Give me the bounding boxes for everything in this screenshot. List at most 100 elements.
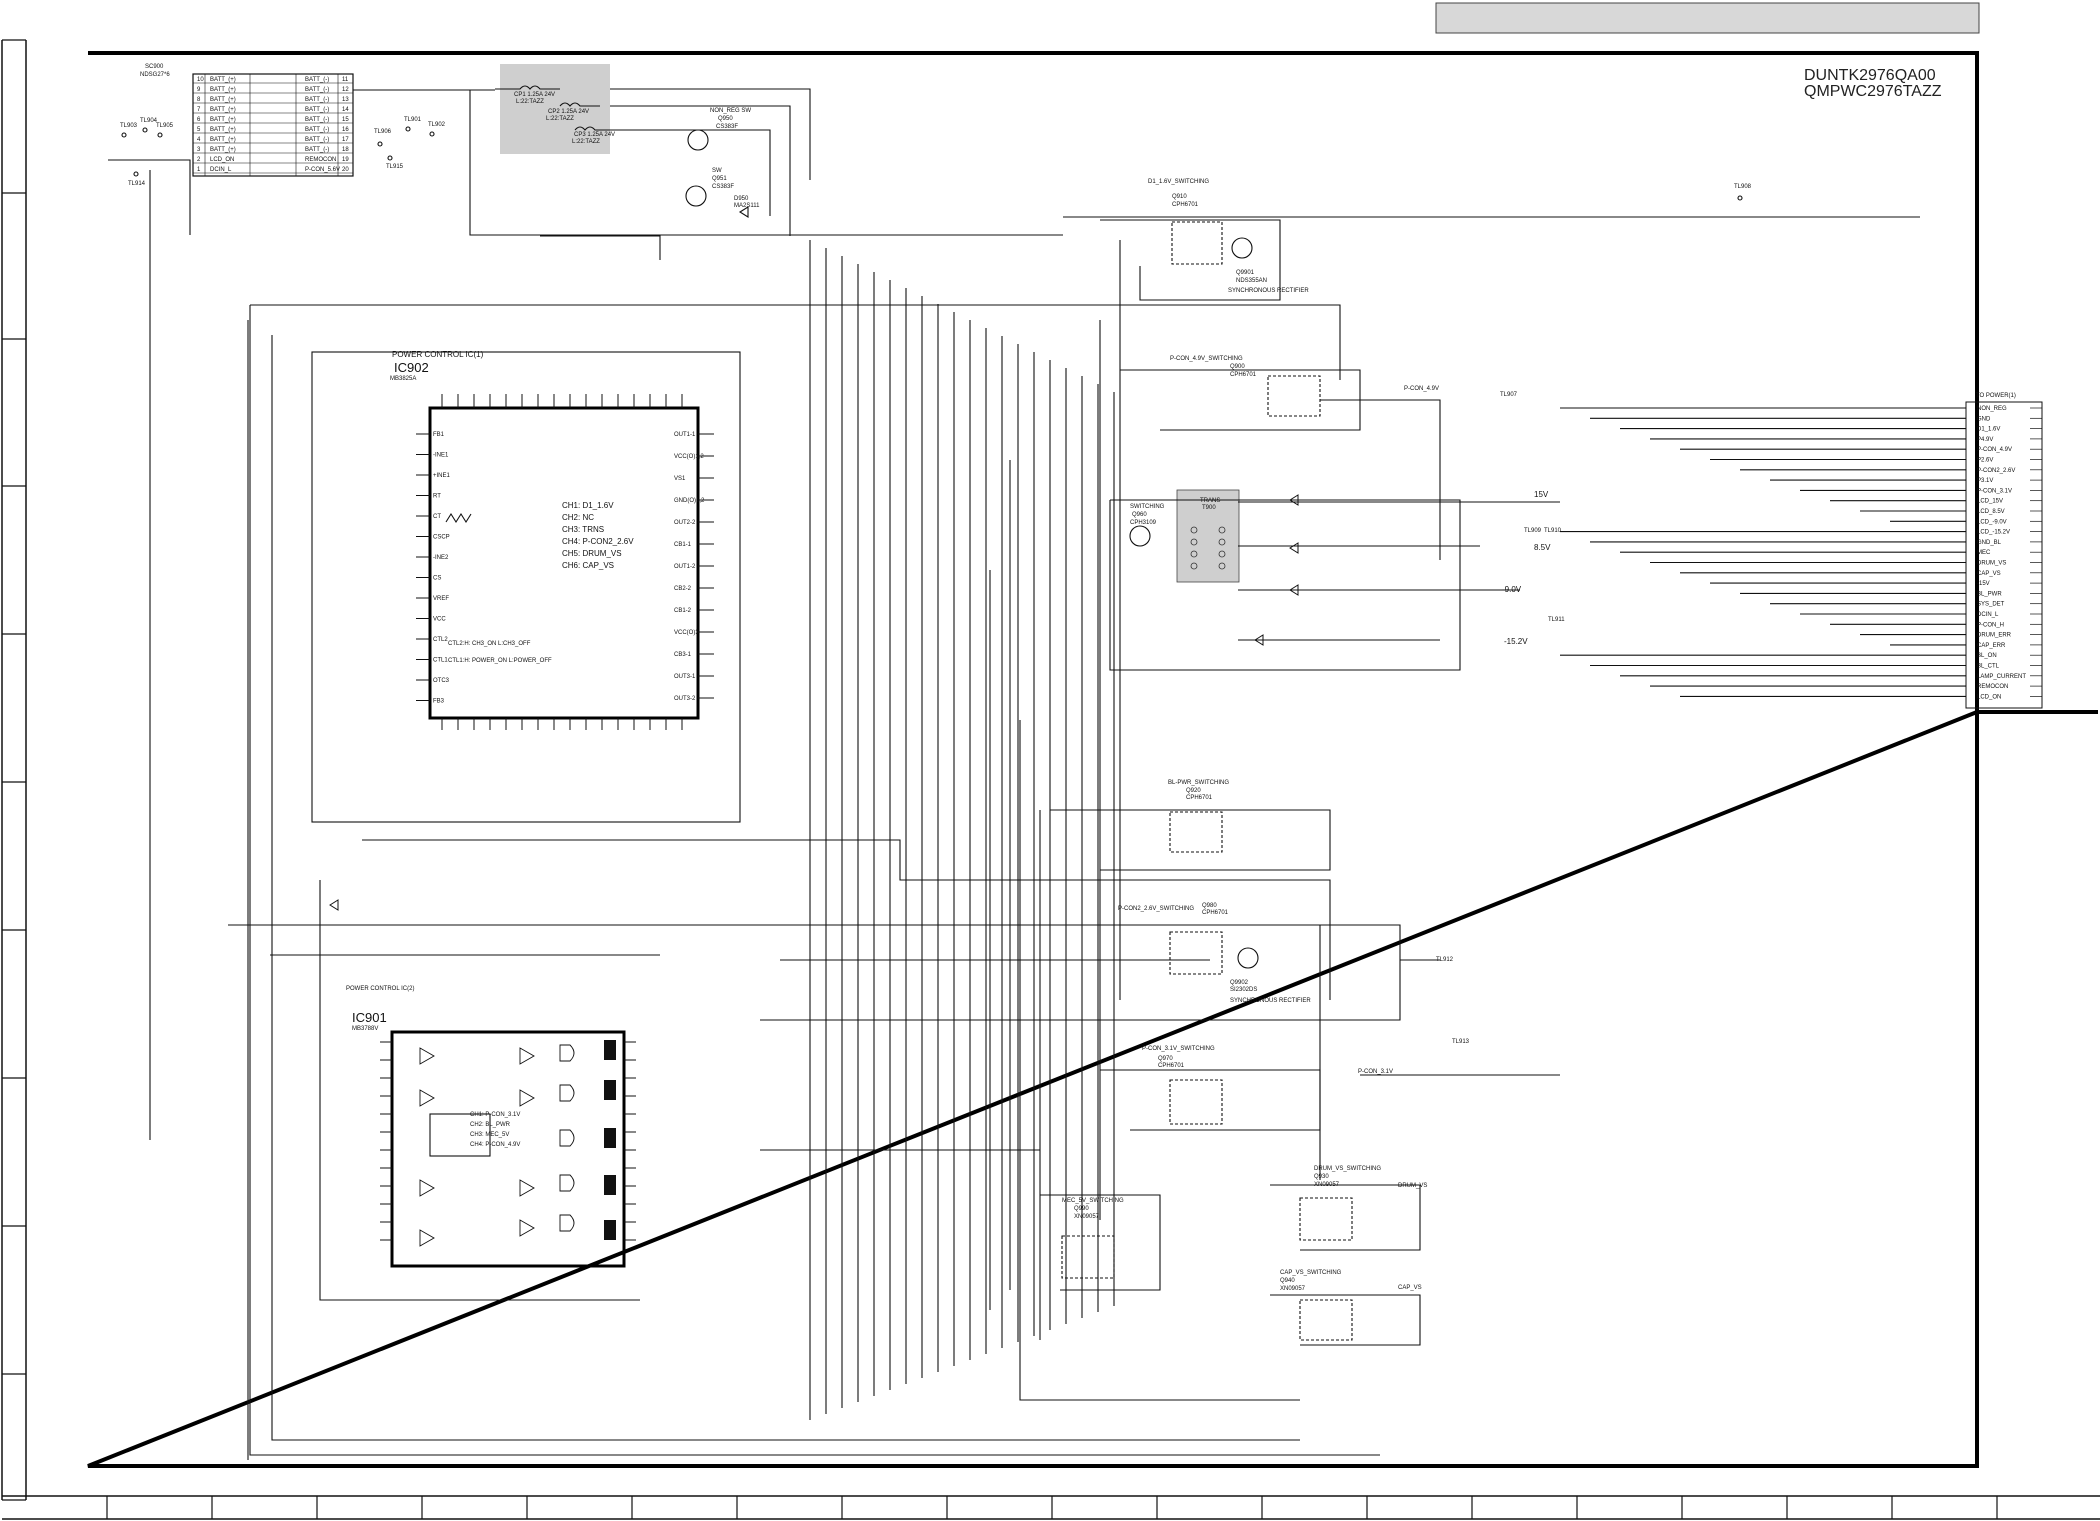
sw-d1-ref: Q910 — [1172, 194, 1187, 200]
tp-label: TL904 — [140, 118, 158, 124]
ic902-pin-left: FB3 — [433, 699, 445, 705]
tp-label: TL910 — [1544, 528, 1562, 534]
ic901-part: MB3788V — [352, 1026, 378, 1032]
ic902-pin-left: FB1 — [433, 432, 445, 438]
sw-d1-sync-ref: Q9901 — [1236, 270, 1255, 276]
to-power-signal: BL_PWR — [1977, 591, 2002, 597]
to-power-signal: P4.9V — [1977, 437, 1993, 443]
wiring — [108, 88, 1966, 1460]
q950-ref: Q950 — [718, 116, 733, 122]
sc900-pin-name: BATT_(-) — [305, 127, 329, 133]
sw-d1-title: D1_1.6V_SWITCHING — [1148, 179, 1209, 185]
ic902-ch: CH5: DRUM_VS — [562, 549, 622, 558]
ic902-pin-right: CB3-1 — [674, 652, 692, 658]
sw-drum-out: DRUM_VS — [1398, 1183, 1427, 1189]
sc900-pin-name: BATT_(+) — [210, 127, 236, 133]
ic902-pin-left: VCC — [433, 617, 446, 623]
ic902-pin-right: OUT2-2 — [674, 520, 696, 526]
trans-ref: T900 — [1202, 505, 1216, 511]
tp-label: TL914 — [128, 181, 146, 187]
ic902-channel-list: CH1: D1_1.6V CH2: NC CH3: TRNS CH4: P-CO… — [562, 501, 634, 570]
to-power-signal: LAMP_CURRENT — [1977, 674, 2026, 680]
tp-label: TL915 — [386, 164, 404, 170]
tp-label: TL909 — [1524, 528, 1542, 534]
to-power-signal: P3.1V — [1977, 478, 1993, 484]
sc900-pin-num: 14 — [342, 107, 349, 113]
to-power-signal: DCIN_L — [1977, 612, 1999, 618]
sc900-pin-num: 11 — [342, 77, 349, 83]
to-power-signal: P-CON_3.1V — [1977, 488, 2012, 494]
tp-label: TL905 — [156, 123, 174, 129]
q950-title: NON_REG SW — [710, 108, 751, 114]
sw-pcon2-title: P-CON2_2.6V_SWITCHING — [1118, 906, 1194, 912]
sw-mec-part: XN09057 — [1074, 1214, 1100, 1220]
sw-pcon4-part: CPH6701 — [1230, 372, 1257, 378]
sc900-pin-num: 15 — [342, 117, 349, 123]
ic902-pin-right: OUT3-1 — [674, 674, 696, 680]
sw-mec-block: MEC_5V_SWITCHING Q990 XN09057 — [1061, 1198, 1124, 1279]
sw-d1-sync-label: SYNCHRONOUS RECTIFIER — [1228, 288, 1309, 294]
sc900-pin-num: 13 — [342, 97, 349, 103]
sc900-pin-name: BATT_(-) — [305, 137, 329, 143]
sc900-pin-num: 4 — [197, 137, 201, 143]
ic902-pin-right: CB1-2 — [674, 608, 692, 614]
ic902-pin-right: OUT3-2 — [674, 696, 696, 702]
tp-label: TL912 — [1436, 957, 1454, 963]
sw-trns-block: SWITCHING Q960 CPH3109 TRANS T900 15V 8.… — [1129, 489, 1551, 646]
q950-part: CS383F — [716, 124, 738, 130]
sw-drum-title: DRUM_VS_SWITCHING — [1314, 1166, 1381, 1172]
sc900-pin-num: 19 — [342, 157, 349, 163]
sw-pcon2-sync-ref: Q9902 — [1230, 980, 1249, 986]
sc900-pin-num: 1 — [197, 167, 201, 173]
sw-trns-title: SWITCHING — [1130, 504, 1165, 510]
to-power-signal: P2.6V — [1977, 458, 1993, 464]
sc900-pin-name: BATT_(+) — [210, 107, 236, 113]
to-power-signal: SYS_DET — [1977, 602, 2005, 608]
ic902-pin-right: GND(O)1,2 — [674, 498, 705, 504]
sw-cap-part: XN09057 — [1280, 1286, 1306, 1292]
board-outline — [87, 51, 2098, 1468]
q951-title: SW — [712, 168, 722, 174]
tp-label: TL906 — [374, 129, 392, 135]
sw-pcon4-out: P-CON_4.9V — [1404, 386, 1439, 392]
sc900-pin-num: 18 — [342, 147, 349, 153]
to-power-signal: NON_REG — [1977, 406, 2007, 412]
sc900-pin-name: BATT_(-) — [305, 117, 329, 123]
sc900-pin-name: BATT_(+) — [210, 77, 236, 83]
sw-pcon3-out: P-CON_3.1V — [1358, 1069, 1393, 1075]
ic902-pin-right: VCC(O)1,2 — [674, 454, 704, 460]
sw-pcon4-title: P-CON_4.9V_SWITCHING — [1170, 356, 1243, 362]
ic902-ref: IC902 — [394, 360, 429, 375]
to-power-connector: TO POWER(1) NON_REGGNDD1_1.6VP4.9VP-CON_… — [1965, 393, 2043, 709]
tp-label: TL902 — [428, 122, 446, 128]
ct-ramp-symbol — [445, 512, 472, 524]
sc900-part: NDSG27*6 — [140, 72, 170, 78]
to-power-signal: CAP_VS — [1977, 571, 2001, 577]
sw-pcon3-ref: Q970 — [1158, 1056, 1173, 1062]
sw-pcon4-block: P-CON_4.9V_SWITCHING Q900 CPH6701 P-CON_… — [1170, 356, 1439, 417]
top-title-bar — [1435, 2, 1980, 34]
ic902-ch: CH2: NC — [562, 513, 594, 522]
ic902-pin-left: CS — [433, 576, 441, 582]
to-power-signal: DRUM_VS — [1977, 561, 2006, 567]
tp-label: TL908 — [1734, 184, 1752, 190]
q951-ref: Q951 — [712, 176, 727, 182]
sw-bl-part: CPH6701 — [1186, 795, 1213, 801]
test-points-left: TL903 TL904 TL905 TL914 TL901 TL902 TL90… — [120, 117, 1752, 1045]
grid-left-column — [1, 39, 27, 1501]
sw-drum-ref: Q930 — [1314, 1174, 1329, 1180]
sw-bl-title: BL-PWR_SWITCHING — [1168, 780, 1229, 786]
tp-label: TL907 — [1500, 392, 1518, 398]
ic902-body — [428, 406, 700, 720]
ic901-ch: CH4: P-CON_4.9V — [470, 1142, 520, 1148]
sc900-pin-num: 10 — [197, 77, 204, 83]
sw-pcon2-block: P-CON2_2.6V_SWITCHING Q980 CPH6701 Q9902… — [1118, 903, 1311, 1004]
ic902-pin-left: CTL2 — [433, 637, 448, 643]
sc900-pin-name: BATT_(+) — [210, 87, 236, 93]
sw-cap-title: CAP_VS_SWITCHING — [1280, 1270, 1342, 1276]
fuse-label: L:22:TAZZ — [572, 139, 600, 145]
ic902-ch: CH4: P-CON2_2.6V — [562, 537, 634, 546]
to-power-signal: DRUM_ERR — [1977, 633, 2012, 639]
sc900-pin-num: 17 — [342, 137, 349, 143]
sc900-pin-name: DCIN_L — [210, 167, 232, 173]
